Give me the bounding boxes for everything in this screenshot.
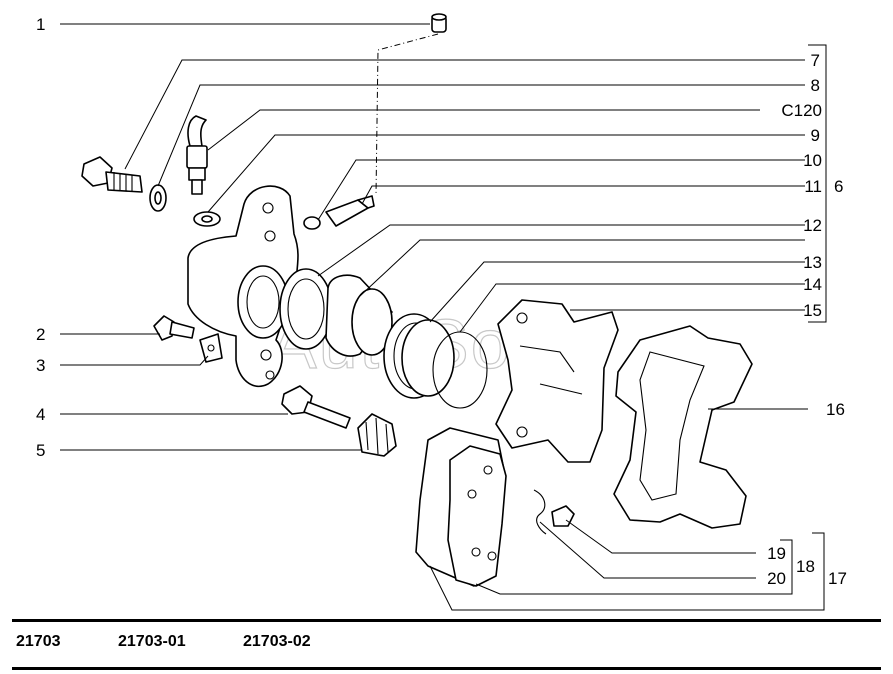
part-7-sensor-bolt bbox=[81, 156, 143, 193]
callout-6: 6 bbox=[834, 177, 843, 196]
callout-9: 9 bbox=[811, 126, 820, 145]
assembly-axis-line bbox=[375, 33, 439, 196]
model-code: 21703-02 bbox=[243, 633, 311, 650]
callout-8: 8 bbox=[811, 76, 820, 95]
callout-14: 14 bbox=[803, 275, 822, 294]
part-13-piston bbox=[325, 274, 393, 357]
callout-c120: C120 bbox=[781, 101, 822, 120]
part-carrier-bracket bbox=[495, 299, 619, 463]
part-3-lock-plate bbox=[199, 333, 223, 363]
part-4-guide-pin bbox=[281, 385, 351, 429]
part-12-dust-boot bbox=[279, 268, 333, 350]
part-c120-wear-sensor bbox=[186, 115, 208, 195]
leader-lines bbox=[60, 23, 827, 611]
callout-5: 5 bbox=[36, 441, 45, 460]
callout-1: 1 bbox=[36, 15, 45, 34]
callout-19: 19 bbox=[767, 544, 786, 563]
callout-2: 2 bbox=[36, 325, 45, 344]
model-code: 21703 bbox=[16, 633, 61, 650]
part-20-brake-pads bbox=[415, 427, 507, 587]
part-14-seal bbox=[383, 313, 455, 399]
model-code: 21703-01 bbox=[118, 633, 186, 650]
callout-11: 11 bbox=[804, 177, 822, 196]
applicability-footer: 21703 21703-01 21703-02 bbox=[12, 619, 881, 670]
callout-16: 16 bbox=[826, 400, 845, 419]
callout-17: 17 bbox=[828, 569, 847, 588]
callout-12: 12 bbox=[803, 216, 822, 235]
callout-10: 10 bbox=[803, 151, 822, 170]
part-5-pin-boot bbox=[357, 413, 397, 457]
callout-15: 15 bbox=[803, 301, 822, 320]
callout-13: 13 bbox=[803, 253, 822, 272]
callout-3: 3 bbox=[36, 356, 45, 375]
part-16-caliper-frame bbox=[613, 325, 753, 529]
callout-18: 18 bbox=[796, 557, 815, 576]
callout-4: 4 bbox=[36, 405, 45, 424]
part-11-bleeder-valve bbox=[325, 195, 375, 227]
part-8-washer bbox=[149, 184, 167, 212]
callout-20: 20 bbox=[767, 569, 786, 588]
part-19-spring-and-screw bbox=[533, 489, 575, 535]
part-1-bleeder-cap bbox=[431, 13, 447, 33]
part-9-washer bbox=[193, 211, 221, 227]
callout-7: 7 bbox=[811, 51, 820, 70]
part-2-bolt bbox=[153, 315, 195, 341]
part-10-small-cap bbox=[303, 216, 321, 230]
